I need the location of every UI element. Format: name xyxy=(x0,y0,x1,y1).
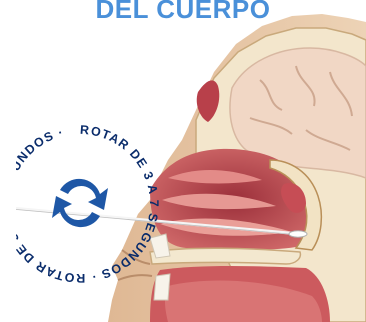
swab-tip xyxy=(289,231,307,237)
rotation-arrows-icon xyxy=(52,179,108,227)
hard-palate xyxy=(150,248,300,264)
rotation-instruction-text: ROTAR DE 3 A 7 SEGUNDOS · ROTAR DE 3 A 7… xyxy=(0,123,161,285)
left-border xyxy=(0,0,16,322)
